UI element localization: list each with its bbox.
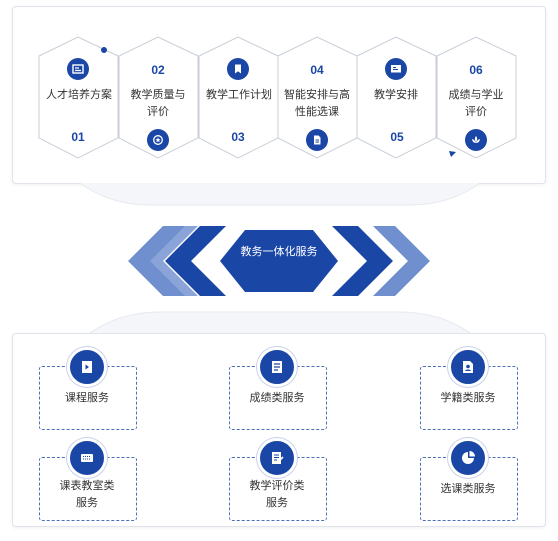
step-label-04: 智能安排与高性能选课 bbox=[284, 89, 350, 118]
step-icon-02 bbox=[147, 129, 169, 151]
chevron-left-mid bbox=[128, 226, 185, 296]
bookmark-icon bbox=[235, 64, 241, 74]
pie-icon bbox=[448, 438, 488, 478]
document-icon bbox=[314, 135, 321, 145]
chevron-right-inner bbox=[332, 226, 393, 296]
hex-step-06 bbox=[436, 36, 517, 159]
step-icon-01 bbox=[67, 58, 89, 80]
step-label-05: 教学安排 bbox=[374, 89, 418, 101]
hex-step-02 bbox=[118, 36, 199, 159]
chevron-left-inner bbox=[165, 226, 226, 296]
step-number-04: 04 bbox=[310, 63, 324, 77]
screen-icon bbox=[391, 65, 401, 73]
step-number-01: 01 bbox=[71, 130, 85, 144]
evaluation-icon bbox=[257, 438, 297, 478]
service-label-selection: 选课类服务 bbox=[440, 483, 496, 495]
badge-icon bbox=[153, 135, 163, 145]
play-book-icon bbox=[67, 347, 107, 387]
service-label-registry: 学籍类服务 bbox=[440, 392, 496, 404]
service-label-grades: 成绩类服务 bbox=[249, 392, 305, 404]
step-number-03: 03 bbox=[231, 130, 245, 144]
keyboard-icon bbox=[67, 438, 107, 478]
step-icon-04 bbox=[306, 129, 328, 151]
service-label-timetable: 课表教室类服务 bbox=[59, 480, 115, 509]
hex-step-05 bbox=[356, 36, 437, 159]
student-file-icon bbox=[448, 347, 488, 387]
center-diamond bbox=[220, 230, 338, 292]
chevron-right-mid bbox=[373, 226, 430, 296]
center-label: 教务一体化服务 bbox=[240, 246, 318, 258]
step-label-01: 人才培养方案 bbox=[46, 89, 112, 101]
step-label-03: 教学工作计划 bbox=[206, 89, 272, 101]
step-icon-03 bbox=[227, 58, 249, 80]
step-icon-06 bbox=[465, 129, 487, 151]
step-number-06: 06 bbox=[469, 63, 483, 77]
service-timetable[interactable] bbox=[39, 457, 137, 521]
hex-step-01 bbox=[38, 36, 119, 159]
step-number-05: 05 bbox=[390, 130, 404, 144]
step-label-02: 教学质量与评价 bbox=[130, 89, 186, 118]
service-label-evaluation: 教学评价类服务 bbox=[249, 480, 305, 509]
service-label-course: 课程服务 bbox=[65, 392, 109, 404]
id-card-icon bbox=[72, 64, 84, 74]
score-sheet-icon bbox=[257, 347, 297, 387]
accent-dot bbox=[101, 47, 107, 53]
step-icon-05 bbox=[385, 58, 407, 80]
cycle-arrow-icon bbox=[449, 151, 456, 157]
step-number-02: 02 bbox=[151, 63, 165, 77]
step-label-06: 成绩与学业评价 bbox=[448, 89, 504, 118]
lotus-icon bbox=[472, 136, 480, 143]
